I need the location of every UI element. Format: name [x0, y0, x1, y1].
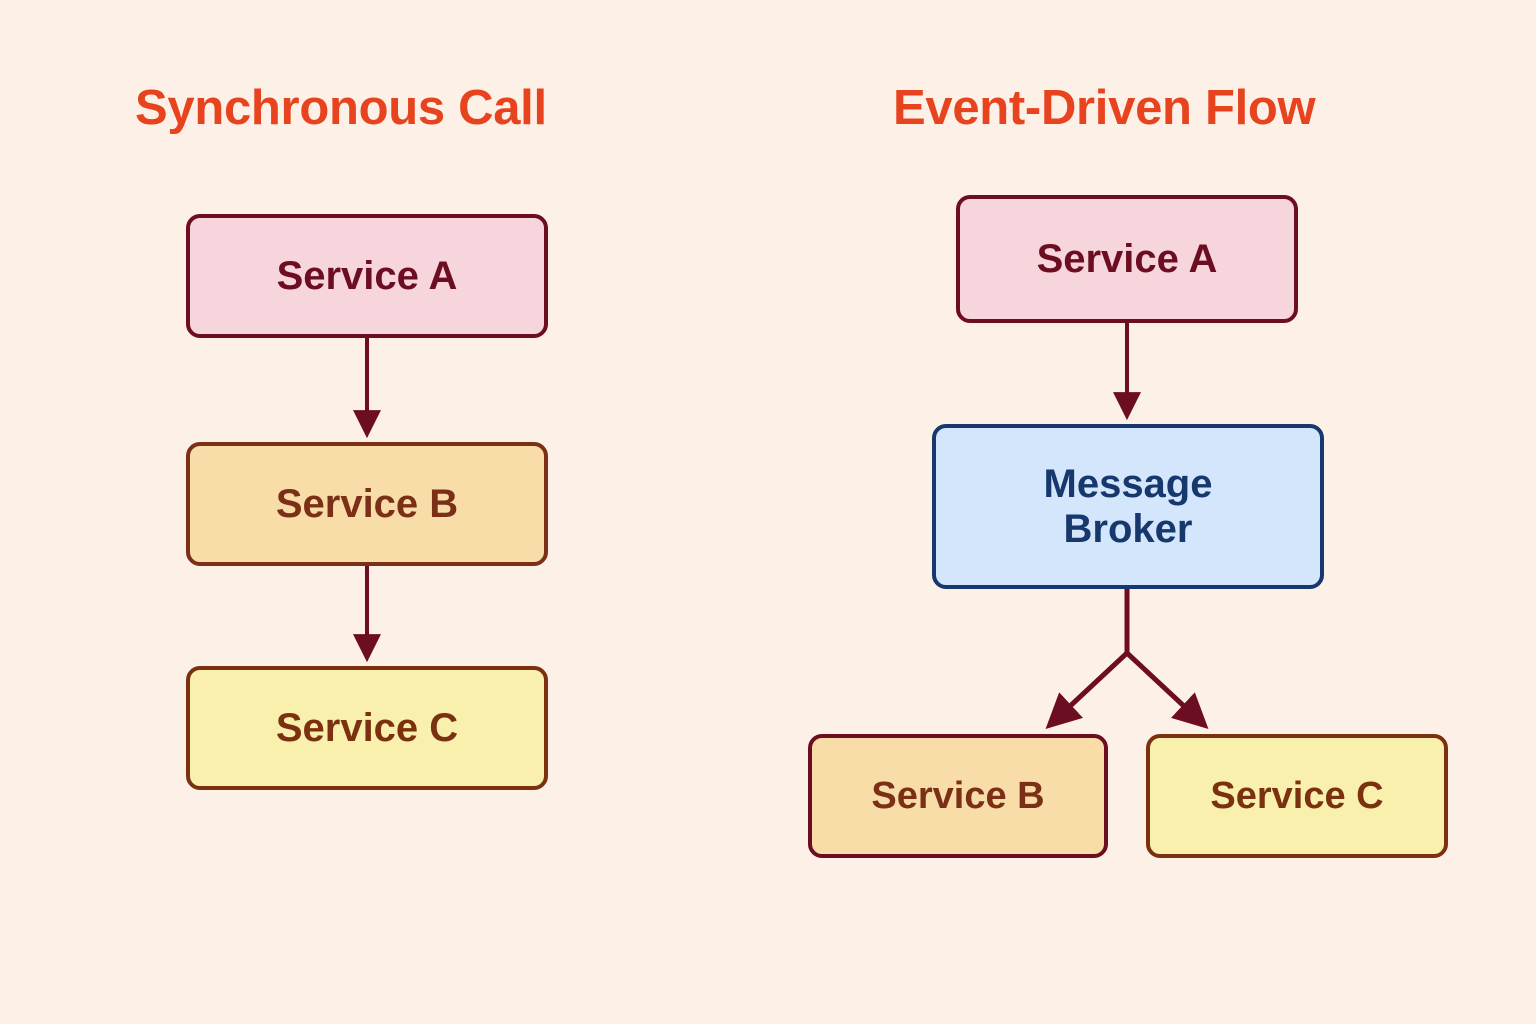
- node-label: Service C: [275, 705, 459, 750]
- node-left-service-a[interactable]: Service A: [186, 214, 548, 338]
- node-right-service-c[interactable]: Service C: [1146, 734, 1448, 858]
- node-right-service-b[interactable]: Service B: [808, 734, 1108, 858]
- panel-title-event-driven: Event-Driven Flow: [893, 81, 1316, 135]
- node-label: Service B: [871, 774, 1045, 817]
- node-left-service-b[interactable]: Service B: [186, 442, 548, 566]
- node-right-message-broker[interactable]: Message Broker: [932, 424, 1324, 589]
- node-right-service-a[interactable]: Service A: [956, 195, 1298, 323]
- edge-right-broker-to-c: [1125, 651, 1209, 729]
- panel-title-synchronous: Synchronous Call: [135, 81, 547, 135]
- node-label-line-2: Broker: [1063, 506, 1193, 551]
- edge-right-broker-to-b: [1045, 589, 1130, 729]
- node-label: Service A: [276, 253, 458, 298]
- node-label: Service B: [275, 481, 459, 526]
- node-label: Service A: [1036, 236, 1218, 281]
- node-label-line-1: Message: [1043, 461, 1213, 506]
- node-label-multiline: Message Broker: [1044, 462, 1213, 552]
- node-label: Service C: [1210, 774, 1384, 817]
- node-left-service-c[interactable]: Service C: [186, 666, 548, 790]
